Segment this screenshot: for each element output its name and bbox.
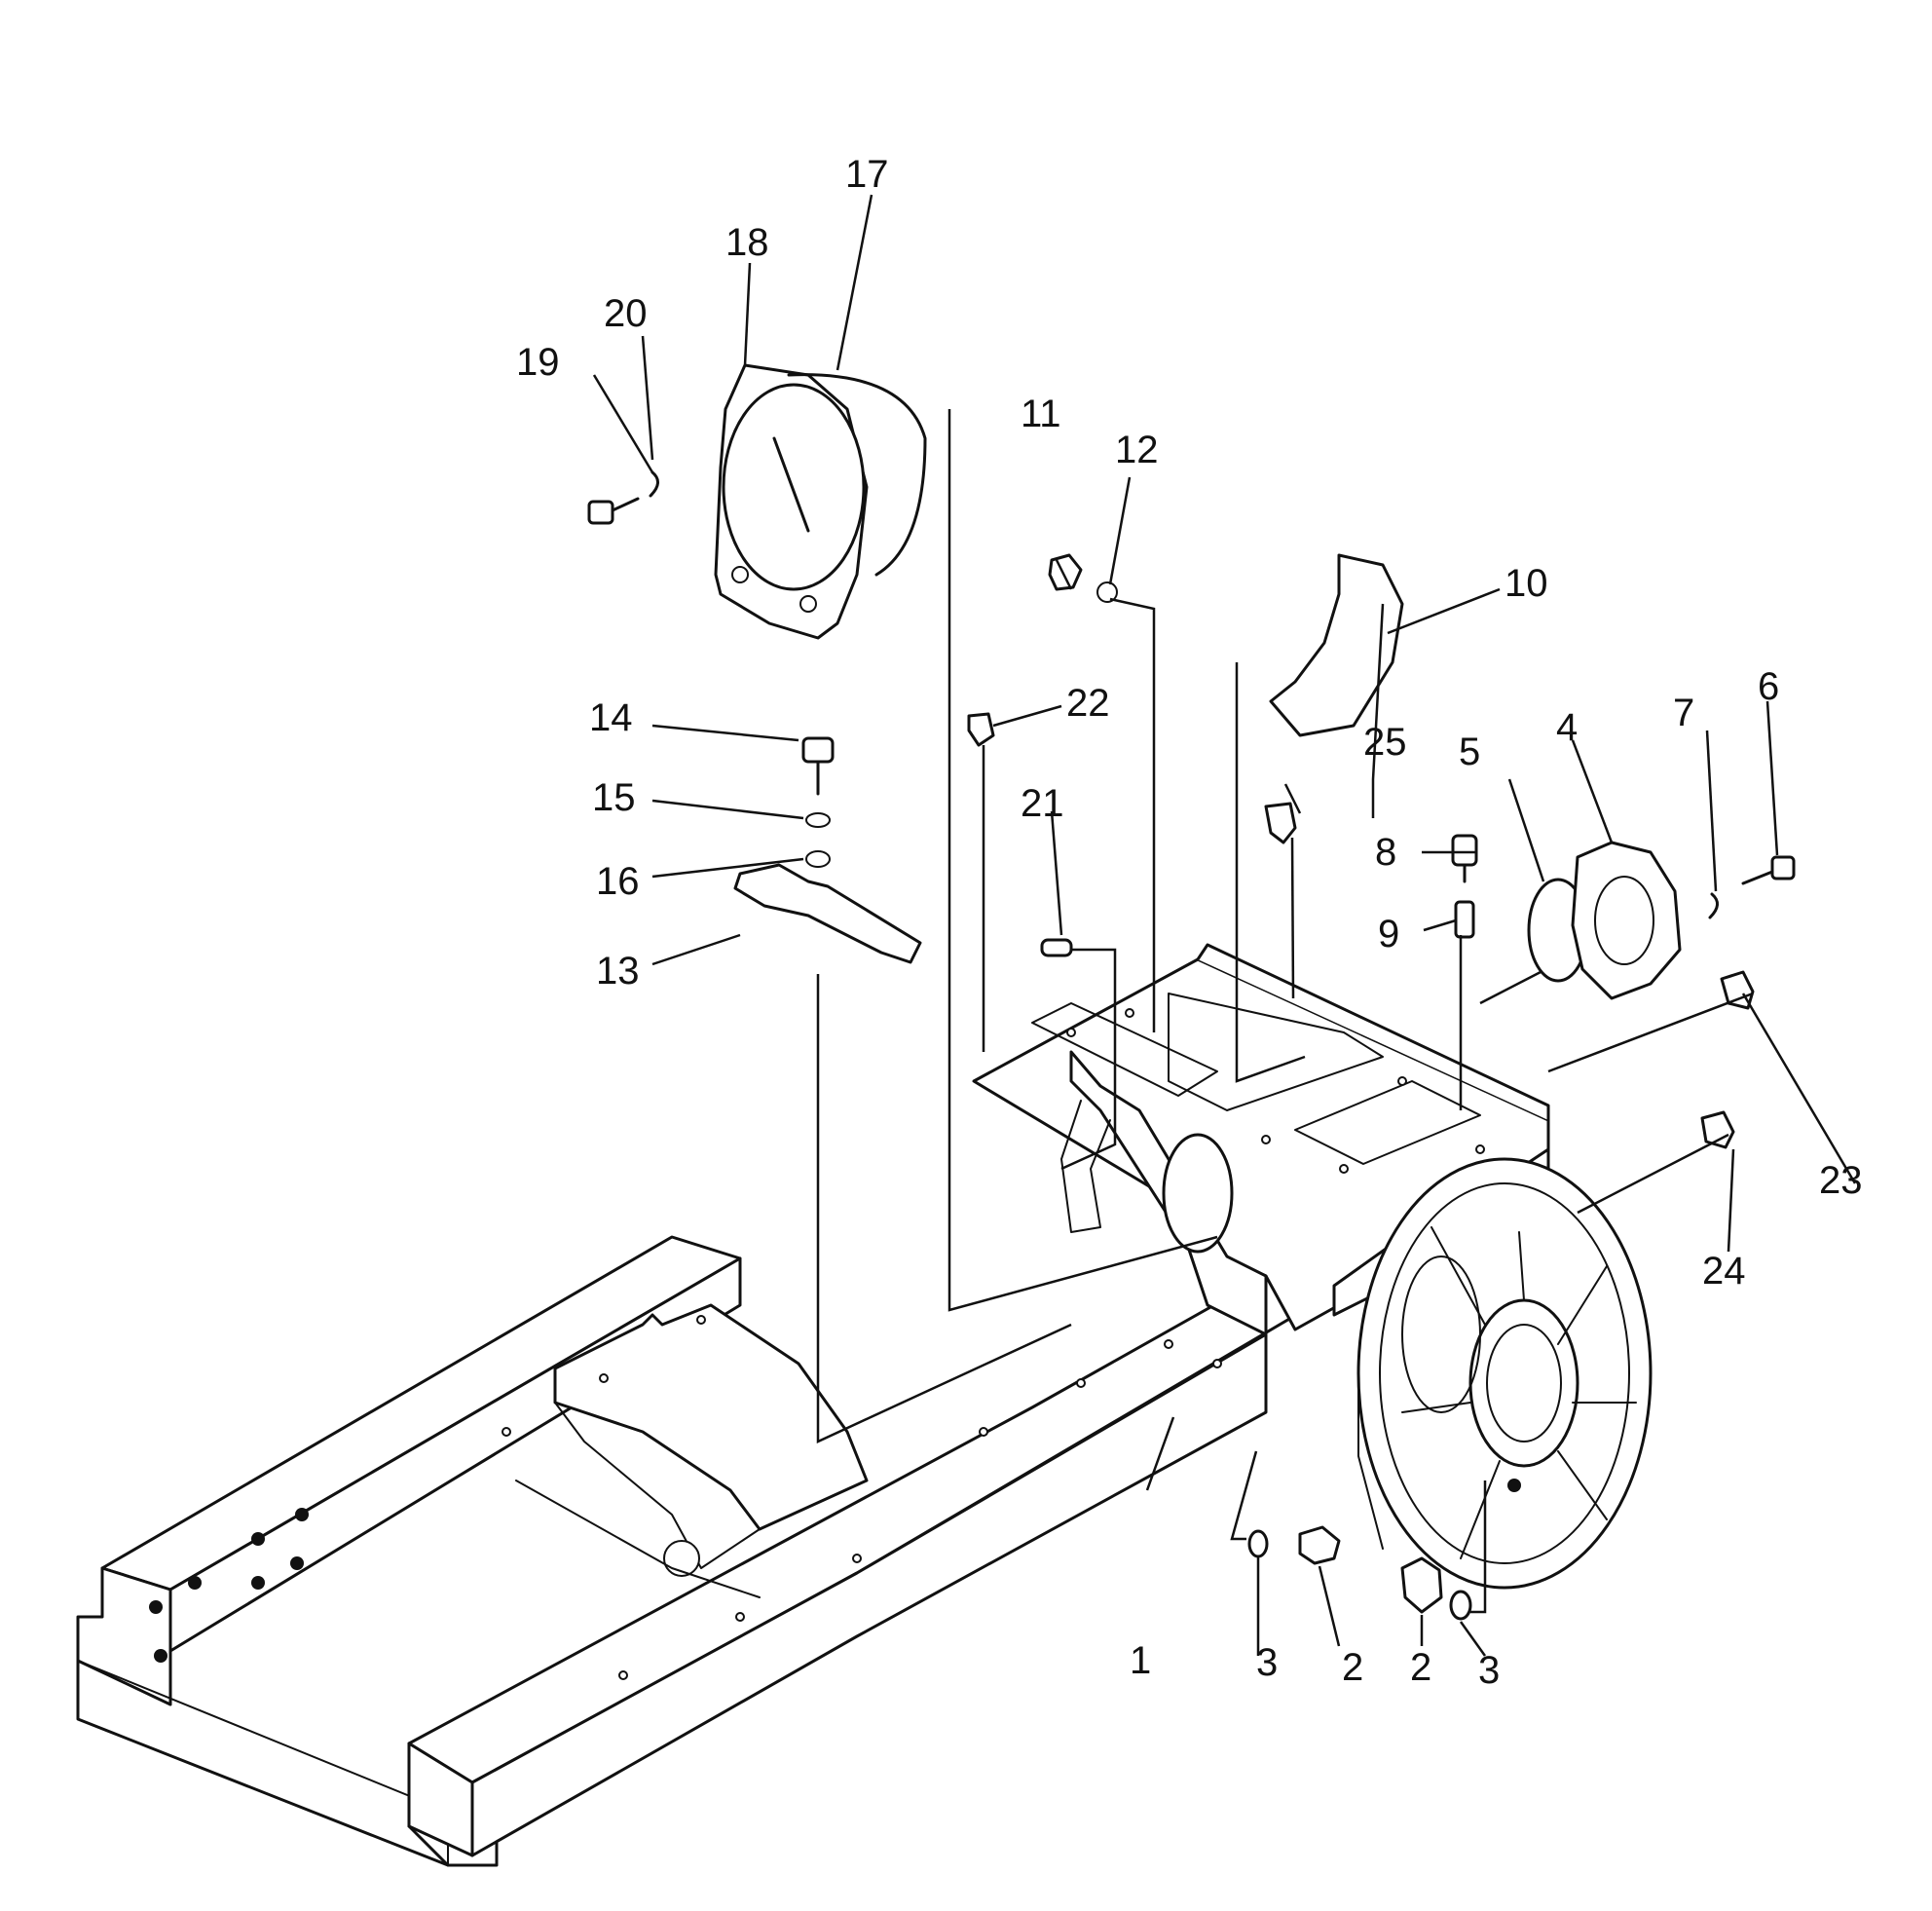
washer-16	[805, 850, 831, 868]
plug-2b	[1400, 1556, 1443, 1614]
cover-plate-4	[1571, 841, 1682, 1000]
plug-2a	[1298, 1525, 1341, 1565]
callout-11: 11	[1021, 393, 1061, 435]
cover-10	[1269, 553, 1404, 737]
bolt-19	[587, 497, 640, 525]
o-ring-3b	[1449, 1590, 1472, 1621]
bolt-14	[801, 736, 835, 796]
callout-19: 19	[516, 341, 560, 384]
callout-2: 2	[1410, 1646, 1431, 1689]
plug-25	[1264, 802, 1297, 844]
bracket-13	[733, 863, 922, 964]
bolt-6	[1741, 855, 1796, 885]
leader-lines	[592, 194, 1857, 1657]
pin-21	[1040, 938, 1073, 957]
callout-18: 18	[725, 221, 769, 264]
fitting-8	[1451, 834, 1478, 883]
callout-2: 2	[1342, 1646, 1363, 1689]
callout-3: 3	[1256, 1641, 1278, 1684]
callout-15: 15	[592, 776, 636, 819]
callout-22: 22	[1066, 682, 1110, 725]
callout-16: 16	[596, 860, 640, 903]
washer-12	[1096, 581, 1118, 603]
fitting-9	[1454, 900, 1475, 939]
callout-8: 8	[1375, 831, 1396, 874]
callout-21: 21	[1021, 782, 1064, 825]
flange-housing	[714, 363, 869, 640]
callout-12: 12	[1115, 429, 1159, 471]
callout-24: 24	[1702, 1250, 1746, 1293]
callout-17: 17	[845, 153, 889, 196]
o-ring-large	[787, 373, 927, 577]
callout-10: 10	[1505, 562, 1548, 605]
washer-7	[1708, 892, 1719, 919]
callout-3: 3	[1478, 1649, 1500, 1692]
main-frame	[76, 943, 1653, 1867]
callout-9: 9	[1378, 913, 1399, 956]
callout-13: 13	[596, 950, 640, 993]
callout-7: 7	[1673, 692, 1694, 734]
callout-23: 23	[1819, 1159, 1863, 1202]
frame-holes	[149, 1008, 1521, 1680]
callout-1: 1	[1130, 1639, 1151, 1682]
o-ring-3a	[1247, 1529, 1269, 1558]
callout-6: 6	[1758, 665, 1779, 708]
washer-20	[649, 470, 659, 498]
plug-22	[967, 712, 995, 747]
callout-5: 5	[1459, 731, 1480, 773]
callout-4: 4	[1556, 706, 1578, 749]
washer-15	[805, 812, 831, 828]
callout-25: 25	[1363, 721, 1407, 764]
callout-labels: 1 2 2 3 3 4 5 6 7 8 9 10 11 12 13 14 15 …	[516, 153, 1863, 1692]
nut-11	[1048, 553, 1083, 591]
callout-14: 14	[589, 696, 633, 739]
callout-20: 20	[604, 292, 648, 335]
plug-24	[1700, 1110, 1735, 1149]
